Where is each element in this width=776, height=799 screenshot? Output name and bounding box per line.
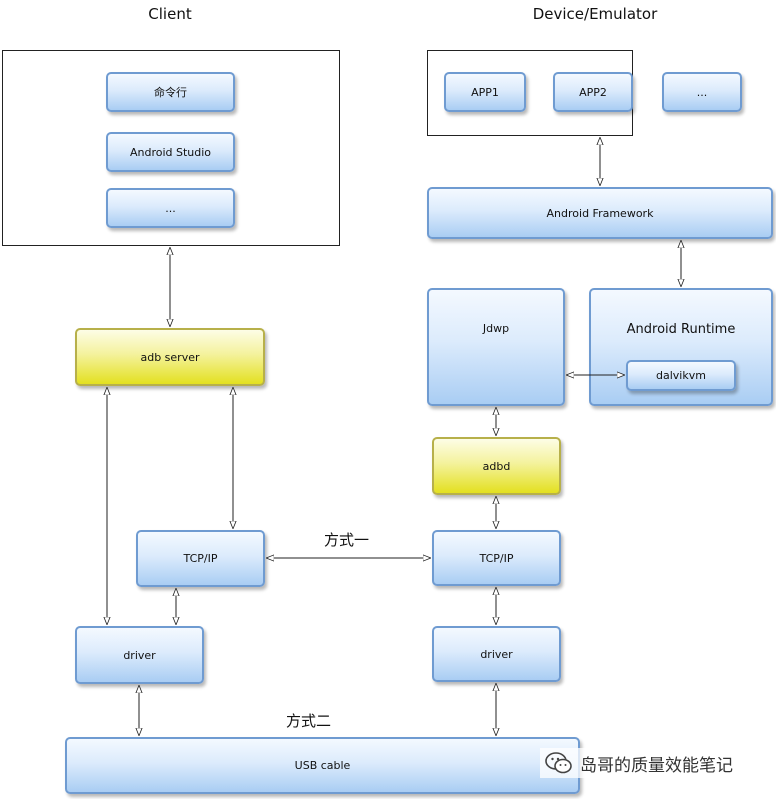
app2-node[interactable]: APP2 xyxy=(553,72,633,112)
watermark: 岛哥的质量效能笔记 xyxy=(540,748,737,778)
client-title: Client xyxy=(148,5,192,23)
android-framework-node[interactable]: Android Framework xyxy=(427,187,773,239)
method-one-label: 方式一 xyxy=(324,531,370,549)
app-more-node[interactable]: ... xyxy=(662,72,742,112)
client-driver-node[interactable]: driver xyxy=(75,626,204,684)
jdwp-node[interactable]: Jdwp xyxy=(427,288,565,406)
device-tcpip-node[interactable]: TCP/IP xyxy=(432,530,561,586)
client-tool-more[interactable]: ... xyxy=(106,188,235,228)
app1-node[interactable]: APP1 xyxy=(444,72,526,112)
dalvikvm-node[interactable]: dalvikvm xyxy=(626,360,736,391)
device-title: Device/Emulator xyxy=(532,5,658,23)
adbd-node[interactable]: adbd xyxy=(432,437,561,495)
adb-server-node[interactable]: adb server xyxy=(75,328,265,386)
client-tool-android-studio[interactable]: Android Studio xyxy=(106,132,235,172)
usb-cable-node[interactable]: USB cable xyxy=(65,737,580,794)
device-driver-node[interactable]: driver xyxy=(432,626,561,682)
client-tcpip-node[interactable]: TCP/IP xyxy=(136,530,265,587)
method-two-label: 方式二 xyxy=(286,712,332,730)
client-tool-command-line[interactable]: 命令行 xyxy=(106,72,235,112)
wechat-icon xyxy=(545,752,572,774)
watermark-text: 岛哥的质量效能笔记 xyxy=(580,755,733,776)
